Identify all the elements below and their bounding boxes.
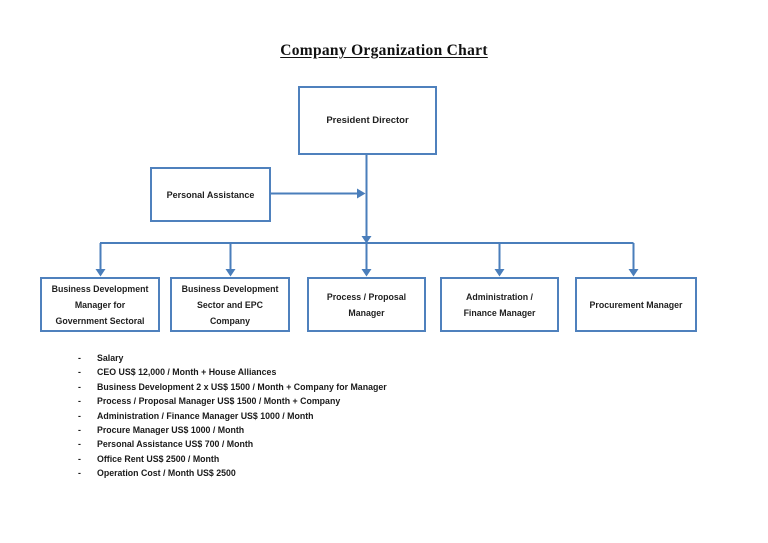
note-text: Process / Proposal Manager US$ 1500 / Mo… [97,396,341,407]
org-box-business-development-government-sectoral: Business Development Manager for Governm… [40,277,160,332]
org-box-process-proposal-manager: Process / Proposal Manager [307,277,426,332]
org-box-label-line: Government Sectoral [55,315,145,326]
note-text: Personal Assistance US$ 700 / Month [97,439,254,450]
org-box-procurement-manager: Procurement Manager [575,277,697,332]
note-text: CEO US$ 12,000 / Month + House Alliances [97,367,277,378]
org-box-label-line: Procurement Manager [589,299,683,310]
org-box-label-line: Company [209,315,251,326]
bullet-dash: - [78,396,81,407]
bullet-dash: - [78,453,81,464]
bullet-dash: - [78,425,81,436]
bullet-dash: - [78,468,81,479]
list-item: - Administration / Finance Manager US$ 1… [78,409,518,423]
arrowhead-down-junction [361,236,372,244]
arrowhead-down-manager-4 [494,269,505,277]
arrowhead-down-manager-1 [95,269,106,277]
bullet-dash: - [78,439,81,450]
org-box-label: President Director [326,115,409,126]
list-item: - Office Rent US$ 2500 / Month [78,452,518,466]
org-box-label-line: Business Development [181,283,279,294]
org-box-personal-assistance: Personal Assistance [150,167,271,222]
org-box-label-line: Manager [348,307,385,318]
org-box-label-line: Sector and EPC [197,299,263,310]
org-box-label-line: Process / Proposal [326,291,407,302]
list-item: - Process / Proposal Manager US$ 1500 / … [78,394,518,408]
bullet-dash: - [78,381,81,392]
note-text: Operation Cost / Month US$ 2500 [97,468,236,479]
org-box-label-line: Manager for [74,299,126,310]
page-title: Company Organization Chart [280,42,488,59]
org-box-label-line: Administration / [466,291,533,302]
note-text: Administration / Finance Manager US$ 100… [97,410,314,421]
arrowhead-right-assistant [357,188,366,199]
list-item: - Procure Manager US$ 1000 / Month [78,423,518,437]
org-box-label: Personal Assistance [166,189,255,200]
org-box-administration-finance-manager: Administration / Finance Manager [440,277,559,332]
org-box-label-line: Finance Manager [463,307,536,318]
bullet-dash: - [78,367,81,378]
salary-notes-list: - Salary - CEO US$ 12,000 / Month + Hous… [78,351,518,481]
org-box-business-development-sector-epc: Business Development Sector and EPC Comp… [170,277,290,332]
bullet-dash: - [78,353,81,363]
list-item: - CEO US$ 12,000 / Month + House Allianc… [78,365,518,379]
note-text: Procure Manager US$ 1000 / Month [97,425,245,436]
list-item: - Personal Assistance US$ 700 / Month [78,437,518,451]
arrowhead-down-manager-2 [225,269,236,277]
note-text: Salary [97,353,124,363]
note-text: Office Rent US$ 2500 / Month [97,453,220,464]
arrowhead-down-manager-3 [361,269,372,277]
note-text: Business Development 2 x US$ 1500 / Mont… [97,381,387,392]
bullet-dash: - [78,410,81,421]
org-box-president-director: President Director [298,86,437,155]
list-item: - Salary [78,351,518,365]
org-box-label-line: Business Development [51,283,149,294]
list-item: - Operation Cost / Month US$ 2500 [78,466,518,480]
list-item: - Business Development 2 x US$ 1500 / Mo… [78,380,518,394]
arrowhead-down-manager-5 [628,269,639,277]
